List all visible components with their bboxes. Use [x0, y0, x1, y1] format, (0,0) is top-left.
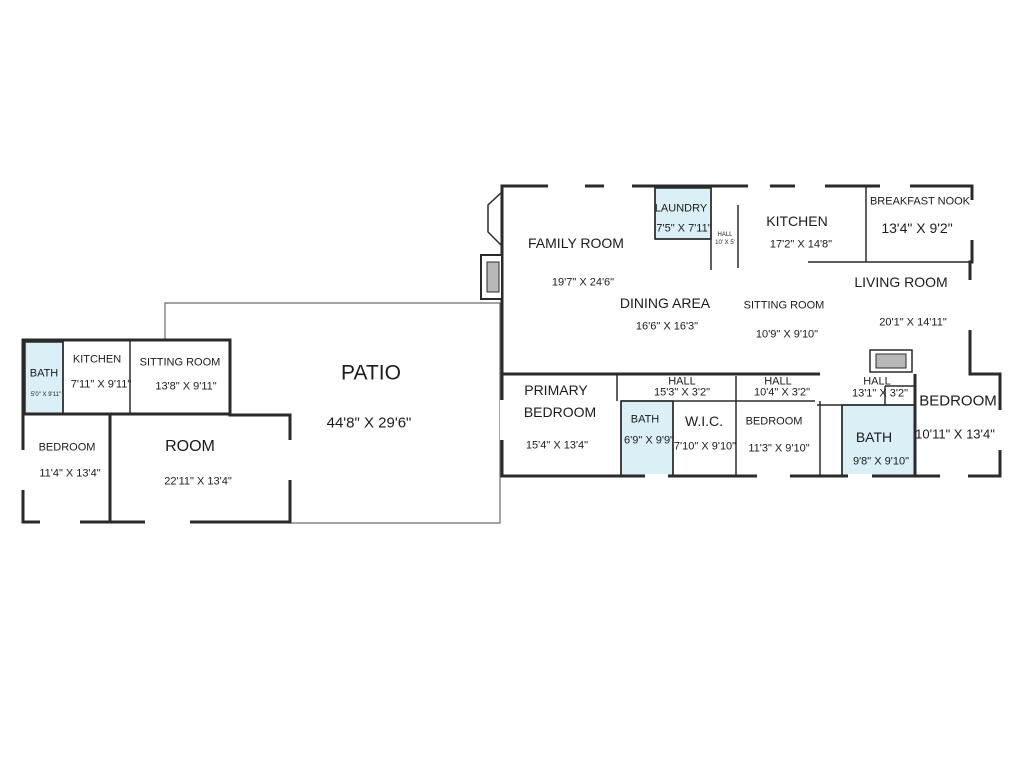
kitchen-dims: 17'2" X 14'8"	[769, 238, 833, 251]
guest-sitting-room-dims: 13'8" X 9'11"	[155, 380, 217, 393]
primary-bedroom-name-1: PRIMARY	[524, 382, 588, 398]
guest-room-name: ROOM	[165, 438, 215, 455]
bath-1-dims: 6'9" X 9'9"	[624, 434, 674, 447]
breakfast-nook-name: BREAKFAST NOOK	[869, 195, 971, 208]
hall-1-dims: 15'3" X 3'2"	[653, 386, 711, 399]
main-house-walls	[480, 184, 1002, 478]
bedroom-2-name: BEDROOM	[745, 415, 803, 428]
living-room-name: LIVING ROOM	[854, 274, 948, 290]
family-room-dims: 19'7" X 24'6"	[551, 276, 615, 289]
primary-bedroom-name-2: BEDROOM	[523, 404, 597, 420]
living-room-dims: 20'1" X 14'11"	[879, 316, 947, 329]
kitchen-name: KITCHEN	[766, 213, 828, 229]
hall-3-dims: 13'1" X 3'2"	[851, 387, 909, 400]
hall-3-name: HALL	[863, 375, 891, 388]
hall-2-name: HALL	[764, 375, 792, 388]
guest-bedroom-name: BEDROOM	[38, 441, 96, 454]
bedroom-3-name: BEDROOM	[919, 392, 997, 410]
guest-bath-dims: 5'0" X 9'11"	[30, 392, 62, 398]
hall-1-name: HALL	[668, 375, 696, 388]
primary-bedroom-dims: 15'4" X 13'4"	[525, 439, 589, 452]
guest-room-dims: 22'11" X 13'4"	[164, 475, 232, 488]
guest-sitting-room-name: SITTING ROOM	[139, 356, 221, 369]
guest-kitchen-dims: 7'11" X 9'11"	[70, 378, 132, 391]
laundry-name: LAUNDRY	[654, 202, 708, 215]
guest-bath-fill	[24, 341, 64, 415]
bath-2-dims: 9'8" X 9'10"	[852, 455, 910, 468]
breakfast-nook-dims: 13'4" X 9'2"	[881, 220, 953, 236]
guest-kitchen-name: KITCHEN	[72, 353, 122, 366]
sitting-room-dims: 10'9" X 9'10"	[755, 328, 819, 341]
guest-house-walls	[21, 338, 292, 524]
family-room-name: FAMILY ROOM	[528, 235, 624, 251]
hall-top-name: HALL	[717, 232, 733, 238]
dining-area-dims: 16'6" X 16'3"	[635, 320, 699, 333]
laundry-dims: 7'5" X 7'11"	[656, 222, 712, 235]
bath-1-name: BATH	[630, 413, 660, 426]
sitting-room-name: SITTING ROOM	[743, 299, 825, 312]
bath-2-name: BATH	[855, 429, 893, 445]
guest-bedroom-dims: 11'4" X 13'4"	[39, 467, 101, 480]
hall-top-dims: 10' X 5'	[715, 240, 735, 246]
guest-bath-name: BATH	[29, 367, 59, 380]
wic-dims: 7'10" X 9'10"	[673, 440, 737, 453]
bedroom-2-dims: 11'3" X 9'10"	[748, 442, 810, 455]
patio-dims: 44'8" X 29'6"	[326, 414, 412, 432]
hall-2-dims: 10'4" X 3'2"	[753, 386, 811, 399]
patio-name: PATIO	[341, 361, 401, 385]
bedroom-3-dims: 10'11" X 13'4"	[915, 426, 995, 442]
patio-outline	[164, 302, 501, 524]
dining-area-name: DINING AREA	[619, 295, 711, 311]
wic-name: W.I.C.	[684, 413, 724, 429]
